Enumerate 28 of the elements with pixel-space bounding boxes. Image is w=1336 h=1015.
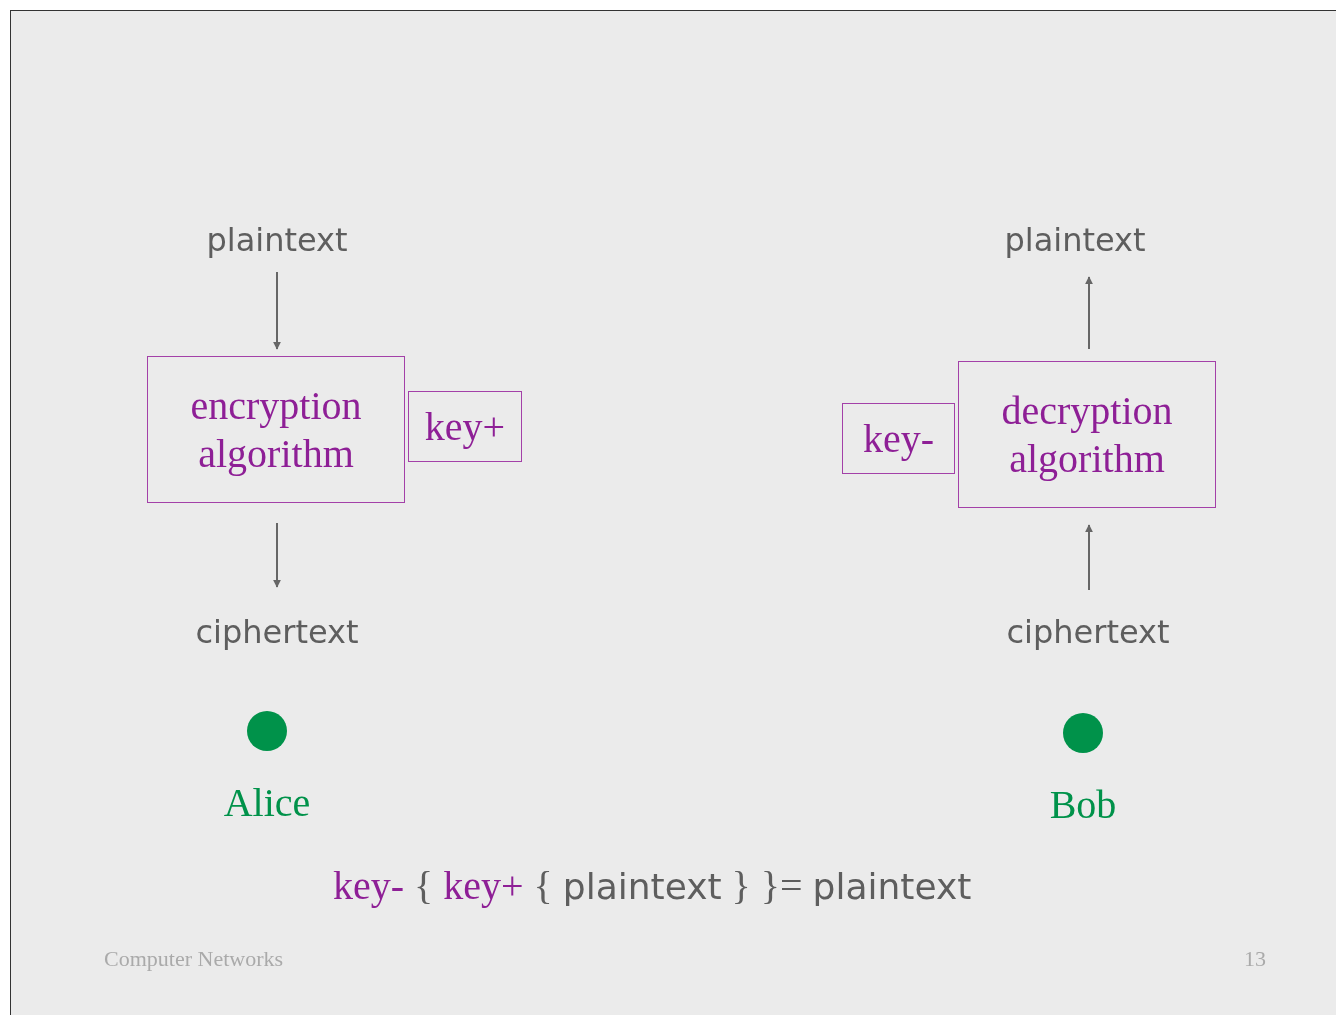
text-label: plaintext [975,215,1175,265]
person-name: Bob [1049,781,1117,828]
person-name: Alice [223,779,311,826]
formula-text: key- [333,862,405,909]
box-text: key- [862,414,935,463]
page-number: 13 [1244,946,1266,972]
process-box [408,391,522,462]
process-box [842,403,955,474]
arrow [273,522,281,588]
process-box [958,361,1216,508]
formula-text: } [731,862,751,909]
text-label: ciphertext [978,607,1198,657]
process-box [147,356,405,503]
formula-text: plaintext [562,866,722,907]
formula-text: { [414,862,434,909]
arrow [1085,276,1093,350]
formula-text: key+ [443,862,524,909]
footer-text: Computer Networks [104,946,284,972]
text-label: plaintext [177,215,377,265]
formula-text: }= [760,862,803,909]
box-text: encryption algorithm [189,381,363,478]
box-text: key+ [424,402,506,451]
formula-text: { [533,862,553,909]
formula-text: plaintext [812,866,972,907]
arrow [273,271,281,350]
arrow [1085,524,1093,591]
text-label: ciphertext [167,607,387,657]
box-text: decryption algorithm [1000,386,1174,483]
